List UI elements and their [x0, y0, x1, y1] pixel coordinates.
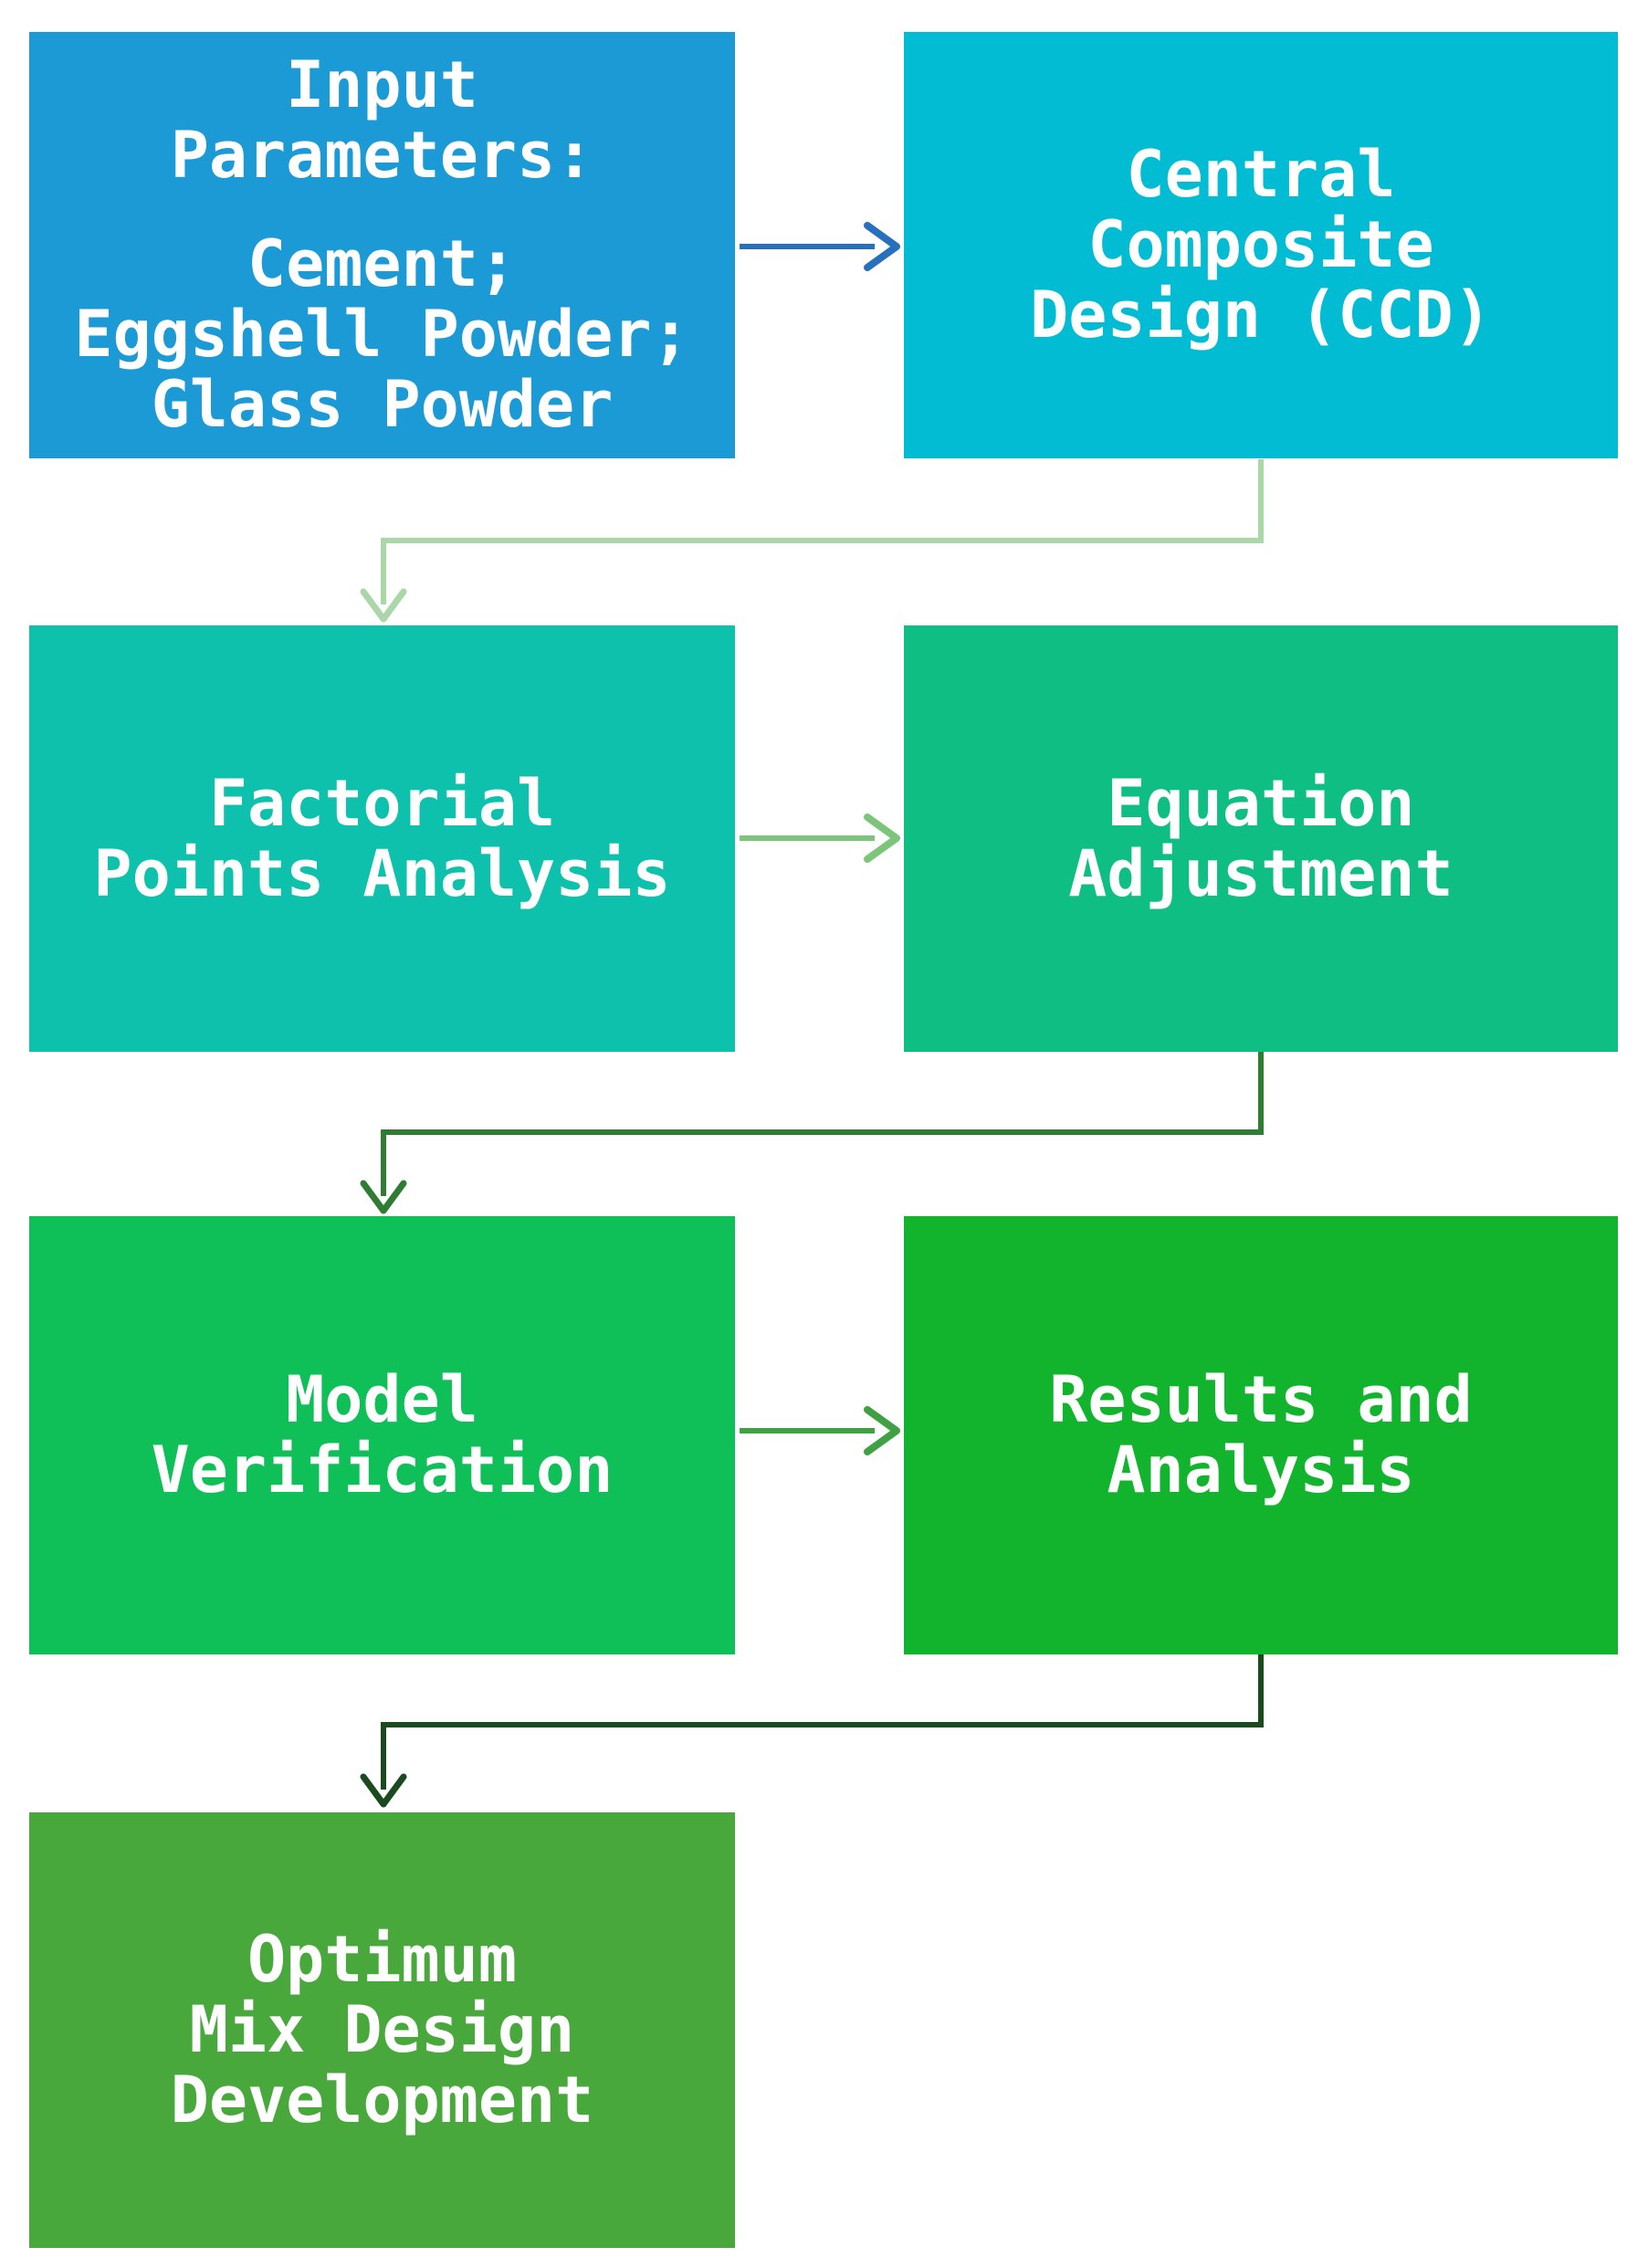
node-central-composite-design: Central Composite Design (CCD) [904, 32, 1618, 458]
node-text-line: Central [1126, 137, 1396, 212]
node-equation-adjustment: Equation Adjustment [904, 625, 1618, 1052]
arrowhead-icon [360, 588, 407, 623]
node-paragraph: Cement; Eggshell Powder; Glass Powder [74, 229, 689, 440]
node-text-line: Eggshell Powder; [74, 297, 690, 372]
node-text-line: Cement; [247, 226, 517, 301]
node-factorial-points-analysis: Factorial Points Analysis [29, 625, 735, 1052]
node-text-line: Points Analysis [93, 835, 671, 911]
connector-factorial-to-equation [740, 814, 900, 863]
connector-line [381, 1052, 1264, 1196]
arrowhead-icon [864, 1406, 900, 1455]
arrowhead-icon [864, 222, 900, 271]
node-input-parameters: Input Parameters: Cement; Eggshell Powde… [29, 32, 735, 458]
connector-line [381, 1654, 1264, 1790]
connector-line [381, 459, 1264, 604]
node-text-line: Adjustment [1068, 835, 1454, 911]
connector-model-to-results [740, 1406, 900, 1455]
node-text-line: Verification [151, 1433, 614, 1507]
connector-results-to-optimum [360, 1654, 1264, 1808]
node-text-line: Design (CCD) [1030, 278, 1492, 352]
node-text-line: Optimum [247, 1922, 517, 1997]
node-text-line: Input [286, 47, 478, 122]
node-text-line: Glass Powder [151, 367, 614, 442]
connector-ccd-to-factorial [360, 459, 1264, 623]
node-paragraph: Input Parameters: [171, 50, 594, 191]
node-model-verification: Model Verification [29, 1216, 735, 1654]
connector-input-to-ccd [740, 222, 900, 271]
node-text-line: Analysis [1107, 1433, 1415, 1507]
node-results-and-analysis: Results and Analysis [904, 1216, 1618, 1654]
node-text-line: Factorial [208, 765, 556, 841]
connector-equation-to-model [360, 1052, 1264, 1214]
node-text-line: Results and [1049, 1362, 1473, 1437]
node-text-line: Equation [1107, 765, 1415, 841]
node-text-line: Parameters: [170, 118, 594, 193]
node-text-line: Development [170, 2063, 594, 2137]
node-text-line: Mix Design [189, 1992, 575, 2067]
node-text-line: Model [286, 1362, 478, 1437]
arrowhead-icon [360, 1773, 407, 1808]
arrowhead-icon [864, 814, 900, 863]
arrowhead-icon [360, 1180, 407, 1214]
node-text-line: Composite [1087, 207, 1434, 282]
node-optimum-mix-design-development: Optimum Mix Design Development [29, 1812, 735, 2248]
